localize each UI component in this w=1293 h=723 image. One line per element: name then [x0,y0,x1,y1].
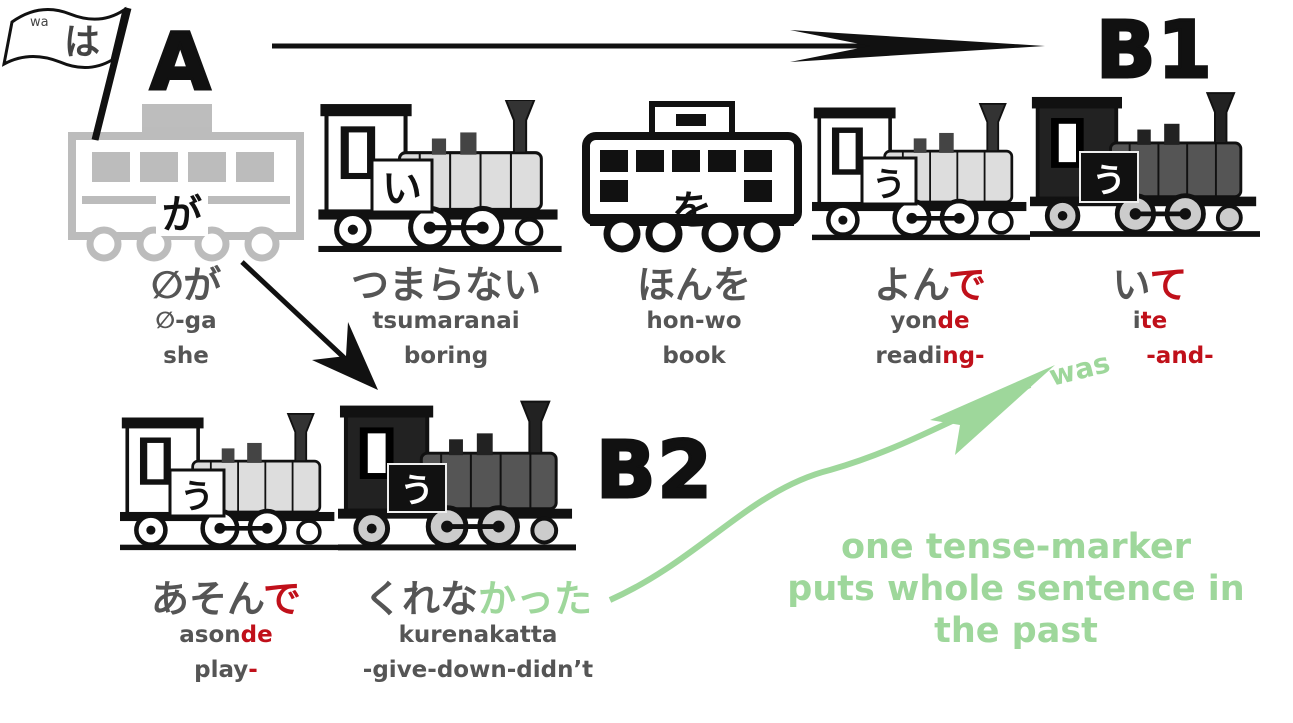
word-and-romaji: i [1132,308,1141,334]
word-play-gloss: play [194,657,249,683]
word-reading-romaji-suffix: de [937,308,970,334]
word-didnt-jp: くれな [363,577,478,621]
ga-car-kana: が [162,192,202,238]
u2-plate [1079,151,1139,203]
word-and-jp: い [1112,263,1150,307]
word-book-romaji: hon-wo [646,308,742,334]
word-didnt-gloss: -give-down-didn’t [362,657,594,683]
word-she-jp: ∅が [150,263,222,307]
tense-note-line-3: the past [934,611,1098,651]
green-past-arrow [608,365,1055,603]
ga-plate [156,186,208,236]
label-a: A [148,18,213,108]
word-and-romaji-suffix: te [1140,308,1168,334]
word-play-gloss-suffix: - [248,657,258,683]
word-boring-gloss: boring [403,343,489,369]
word-didnt: くれなかった kurenakatta -give-down-didn’t [338,580,618,688]
wo-car [582,101,802,253]
flag-kana: は [64,22,100,63]
tense-note-line-2: puts whole sentence in [787,569,1245,609]
u2-car-kana: う [1092,161,1126,201]
u2-locomotive [1030,93,1260,237]
word-reading-jp: よん [873,263,949,307]
word-book-gloss: book [662,343,726,369]
word-book-jp: ほんを [636,263,751,307]
tense-note: one tense-marker puts whole sentence in … [756,526,1276,652]
word-play-jp: あそん [150,577,264,621]
word-play-jp-suffix: で [263,577,302,621]
label-b1: B1 [1095,6,1214,96]
u1-car-kana: う [872,165,906,205]
u3-plate [168,468,226,518]
word-reading-gloss: readi [875,343,943,369]
word-boring-romaji: tsumaranai [372,308,520,334]
word-she-romaji: ∅-ga [155,308,217,334]
word-reading-romaji: yon [890,308,938,334]
u1-plate [860,156,918,206]
u3-car-kana: う [180,477,214,517]
u4-car-kana: う [400,471,434,511]
word-and-gloss: -and- [1146,343,1214,369]
tense-note-line-1: one tense-marker [840,527,1192,567]
u1-locomotive [812,104,1030,240]
i-car-kana: い [382,166,422,212]
word-boring-jp: つまらない [350,263,541,307]
word-play-romaji: ason [179,622,241,648]
word-and: いて ite -and- [1040,266,1260,374]
word-boring: つまらない tsumaranai boring [336,266,556,374]
arrow-a-to-b1 [272,30,1045,62]
word-and-jp-suffix: て [1149,263,1188,307]
word-reading-jp-suffix: で [948,263,987,307]
wo-car-kana: を [672,188,712,234]
word-book: ほんを hon-wo book [584,266,804,374]
word-she: ∅が ∅-ga she [76,266,296,374]
word-she-gloss: she [163,343,209,369]
flag-small-label: wa [30,15,49,30]
word-didnt-romaji: kurenakatta [398,622,558,648]
u4-plate [387,463,447,513]
wa-flag: wa は [1,6,132,141]
word-play: あそんで asonde play- [116,580,336,688]
word-reading-gloss-suffix: ng- [942,343,985,369]
arrow-a-to-b2 [240,260,378,390]
label-b2: B2 [595,426,714,516]
i-locomotive [318,100,561,252]
word-play-romaji-suffix: de [240,622,273,648]
word-reading: よんで yonde reading- [820,266,1040,374]
u4-locomotive [338,402,576,551]
word-didnt-jp-past: かった [478,577,593,621]
u3-locomotive [120,414,338,550]
i-plate [370,158,434,214]
